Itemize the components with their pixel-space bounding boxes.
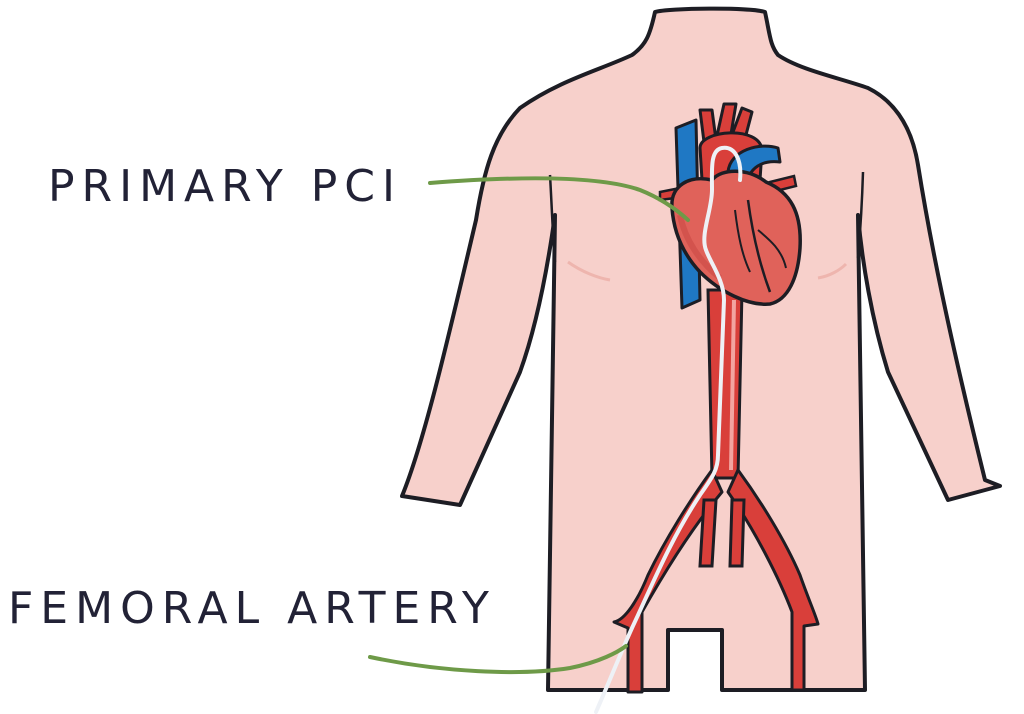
pectoral-shade-left <box>567 260 611 282</box>
internal-iliac-right <box>728 498 746 568</box>
aorta-highlight <box>729 299 736 471</box>
left-iliac-artery <box>612 468 724 694</box>
femoral-artery-label: FEMORAL ARTERY <box>8 583 496 634</box>
right-arm-contour <box>856 171 865 259</box>
femoral-pointer-line <box>368 644 628 675</box>
internal-iliac-left <box>698 498 718 568</box>
pectoral-shade-right <box>817 262 848 280</box>
right-iliac-artery <box>726 468 820 692</box>
pci-pointer-line <box>428 176 690 222</box>
primary-pci-label: PRIMARY PCI <box>48 161 402 212</box>
catheter-wire <box>594 145 743 714</box>
coronary-vessel-1 <box>746 199 772 293</box>
heart-shading <box>677 214 722 281</box>
coronary-vessel-2 <box>757 229 787 269</box>
left-arm-contour <box>548 174 557 263</box>
coronary-vessel-3 <box>734 209 751 273</box>
